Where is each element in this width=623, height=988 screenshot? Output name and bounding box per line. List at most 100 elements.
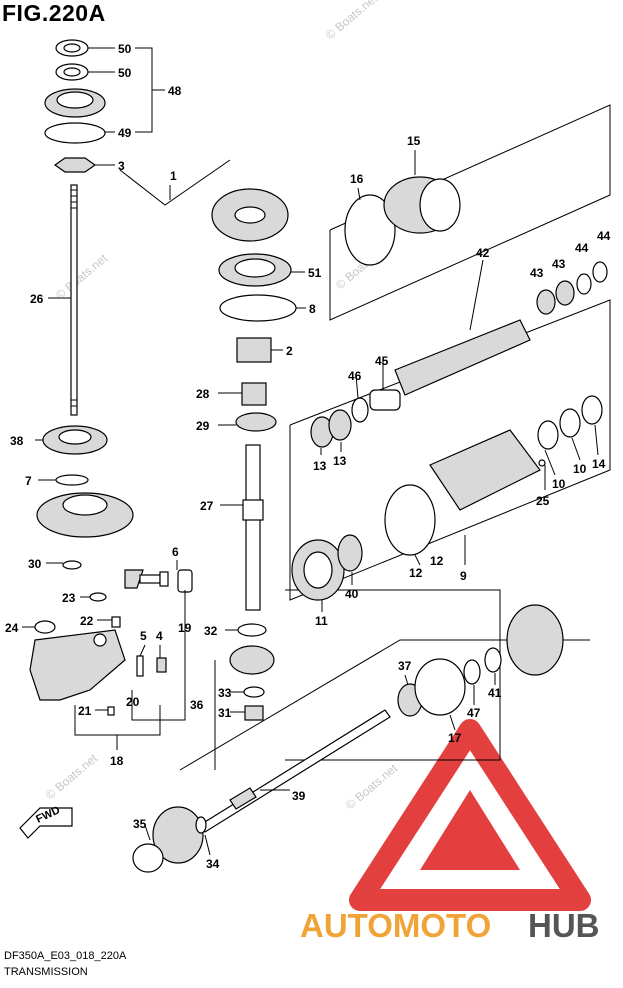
part-8-shim: [219, 294, 297, 322]
part-17-oring: [414, 658, 466, 716]
part-35-bevel-gear: [152, 806, 204, 864]
callout-48: 48: [168, 84, 182, 98]
part-40-seal: [337, 534, 363, 572]
callout-21: 21: [78, 704, 92, 718]
part-27-drive-shaft: [242, 444, 264, 611]
part-33-washer: [243, 686, 265, 698]
callout-37: 37: [398, 659, 412, 673]
callout-30: 30: [28, 557, 42, 571]
part-24-ring: [34, 620, 56, 634]
callout-47: 47: [467, 706, 481, 720]
callout-28: 28: [196, 387, 210, 401]
logo-text-hub: HUB: [528, 907, 600, 944]
callout-4: 4: [156, 629, 163, 643]
callout-16: 16: [350, 172, 364, 186]
callout-36: 36: [190, 698, 204, 712]
part-29-bearing: [235, 412, 277, 432]
part-14-ring: [581, 395, 603, 425]
fwd-arrow-icon: FWD: [19, 804, 73, 839]
part-45-spacer: [369, 389, 401, 411]
part-4-spring: [156, 657, 167, 673]
callout-labels: 50 50 48 49 3 1 26 38 7 30 6 23 22 5 4 2…: [5, 42, 611, 871]
callout-14: 14: [592, 457, 606, 471]
callout-46: 46: [348, 369, 362, 383]
part-30-clip: [62, 560, 82, 570]
part-15-bearing-race: [383, 176, 461, 234]
part-forward-bevel-gear: [211, 188, 289, 242]
callout-35: 35: [133, 817, 147, 831]
part-25-pin: [538, 459, 546, 467]
part-12-oring: [384, 484, 436, 556]
callout-44: 44: [597, 229, 611, 243]
watermark-text: © Boats.net: [323, 0, 381, 42]
callout-5: 5: [140, 629, 147, 643]
part-32-shim: [237, 623, 267, 637]
callout-31: 31: [218, 706, 232, 720]
callout-49: 49: [118, 126, 132, 140]
part-48-housing: [44, 88, 106, 118]
callout-40: 40: [345, 587, 359, 601]
part-44-ring: [576, 273, 592, 295]
callout-18: 18: [110, 754, 124, 768]
automotohub-logo-mark: [349, 719, 591, 911]
callout-7: 7: [25, 474, 32, 488]
callout-42: 42: [476, 246, 490, 260]
part-28-nut: [241, 382, 267, 406]
part-50-seal: [55, 63, 89, 81]
part-26-shaft: [70, 184, 78, 416]
callout-43: 43: [552, 257, 566, 271]
callout-22: 22: [80, 614, 94, 628]
callout-15: 15: [407, 134, 421, 148]
callout-26: 26: [30, 292, 44, 306]
part-42-propeller-shaft: [394, 319, 531, 396]
callout-39: 39: [292, 789, 306, 803]
part-49-oring: [44, 122, 106, 144]
part-9-carrier: [429, 429, 541, 511]
part-22-pin: [111, 616, 121, 628]
part-47-ring: [463, 659, 481, 685]
part-43-bearing: [536, 289, 556, 315]
callout-25: 25: [536, 494, 550, 508]
watermark-text: © Boats.net: [343, 761, 401, 813]
part-6-pump-gear: [124, 569, 169, 589]
callout-3: 3: [118, 159, 125, 173]
callout-10: 10: [552, 477, 566, 491]
callout-12: 12: [430, 554, 444, 568]
callout-32: 32: [204, 624, 218, 638]
callout-34: 34: [206, 857, 220, 871]
part-reverse-gear: [506, 604, 564, 676]
callout-50: 50: [118, 66, 132, 80]
callout-33: 33: [218, 686, 232, 700]
callout-19: 19: [178, 621, 192, 635]
callout-50: 50: [118, 42, 132, 56]
figure-code: DF350A_E03_018_220A: [4, 950, 127, 962]
automotohub-wordmark: AUTOMOTO HUB: [300, 907, 600, 944]
part-38-bearing: [42, 425, 108, 455]
callout-13: 13: [313, 459, 327, 473]
callout-45: 45: [375, 354, 389, 368]
part-10-ring: [559, 408, 581, 438]
part-51-bearing: [218, 253, 292, 287]
callout-41: 41: [488, 686, 502, 700]
part-31-nut: [244, 705, 264, 721]
part-41-ring: [484, 647, 502, 673]
callout-23: 23: [62, 591, 76, 605]
part-2-clutch: [236, 337, 272, 363]
part-3-nut: [53, 157, 97, 173]
callout-11: 11: [315, 614, 328, 628]
part-11-bearing: [291, 539, 345, 601]
part-19-pump: [177, 569, 193, 593]
part-43-bearing: [555, 280, 575, 306]
callout-13: 13: [333, 454, 347, 468]
part-13-seal: [328, 409, 352, 441]
callout-17: 17: [448, 731, 462, 745]
callout-29: 29: [196, 419, 210, 433]
callout-51: 51: [308, 266, 322, 280]
figure-name: TRANSMISSION: [4, 966, 88, 978]
part-46-ring: [351, 397, 369, 423]
part-35-shim: [132, 843, 164, 873]
callout-6: 6: [172, 545, 179, 559]
watermark-text: © Boats.net: [53, 251, 111, 303]
callout-2: 2: [286, 344, 293, 358]
